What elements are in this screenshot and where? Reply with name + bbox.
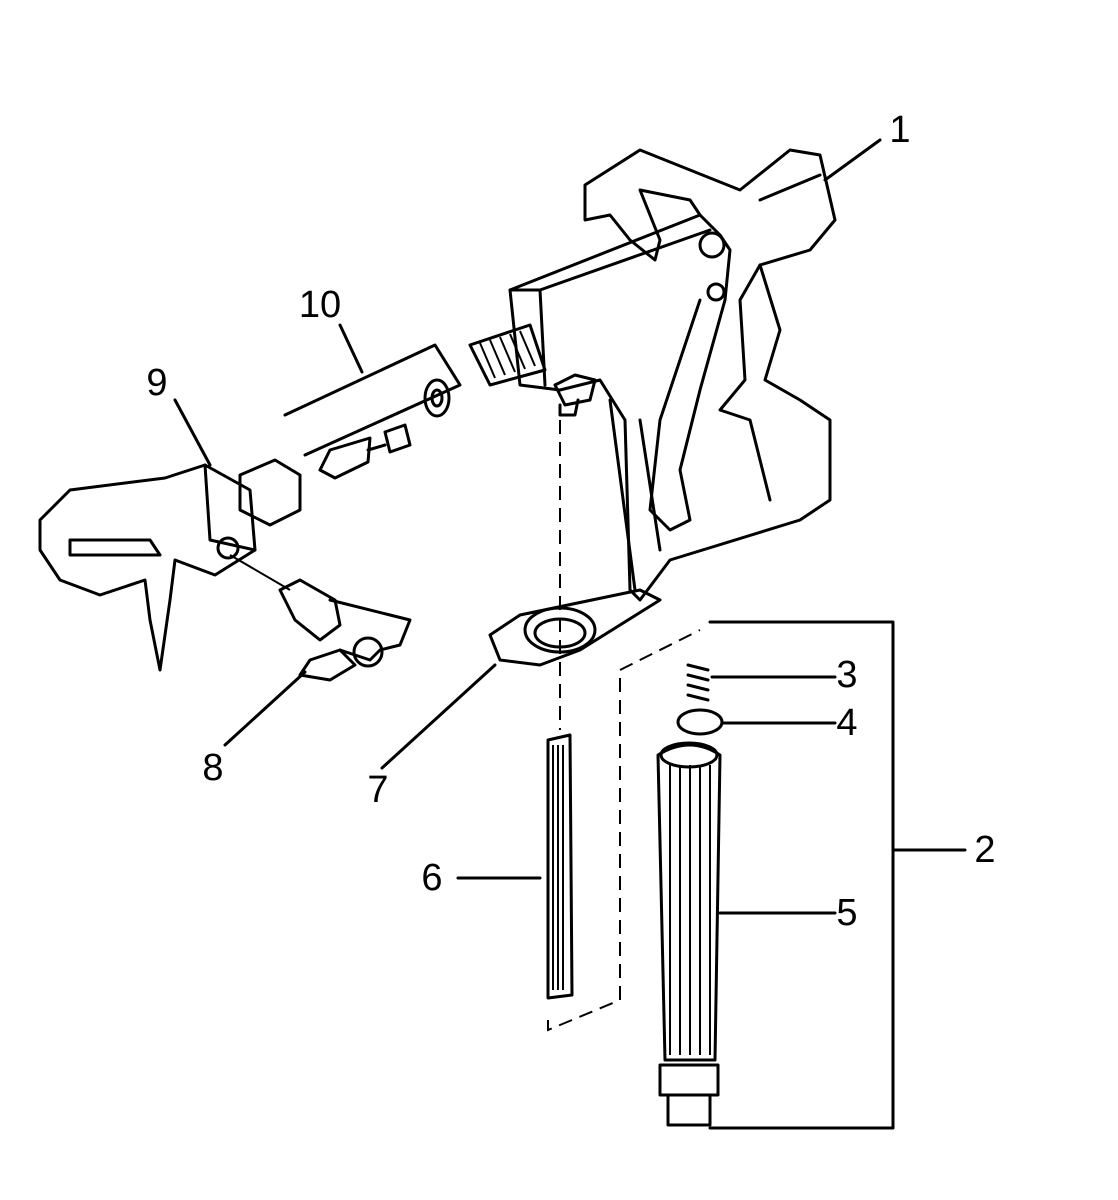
callout-4: 4	[836, 702, 858, 744]
part-10-valve-kit	[283, 343, 462, 480]
callout-6: 6	[421, 857, 443, 899]
part-5-handle-extension	[656, 741, 722, 1127]
part-8-spray-tip	[229, 554, 412, 682]
part-9-tip-guard	[38, 458, 302, 672]
part-1-gun-body	[468, 148, 837, 602]
part-4-o-ring	[676, 708, 724, 736]
callout-3: 3	[836, 654, 858, 696]
part-3-spring	[686, 663, 710, 702]
callout-8: 8	[202, 747, 224, 789]
part-7-trigger-guard	[488, 588, 662, 667]
callout-2: 2	[974, 829, 996, 871]
part-6-filter	[546, 420, 701, 1032]
callout-7: 7	[367, 769, 389, 811]
callout-5: 5	[836, 892, 858, 934]
callout-9: 9	[146, 362, 168, 404]
callout-1: 1	[889, 109, 911, 151]
callout-10: 10	[298, 284, 342, 326]
leader-lines	[173, 138, 967, 1130]
